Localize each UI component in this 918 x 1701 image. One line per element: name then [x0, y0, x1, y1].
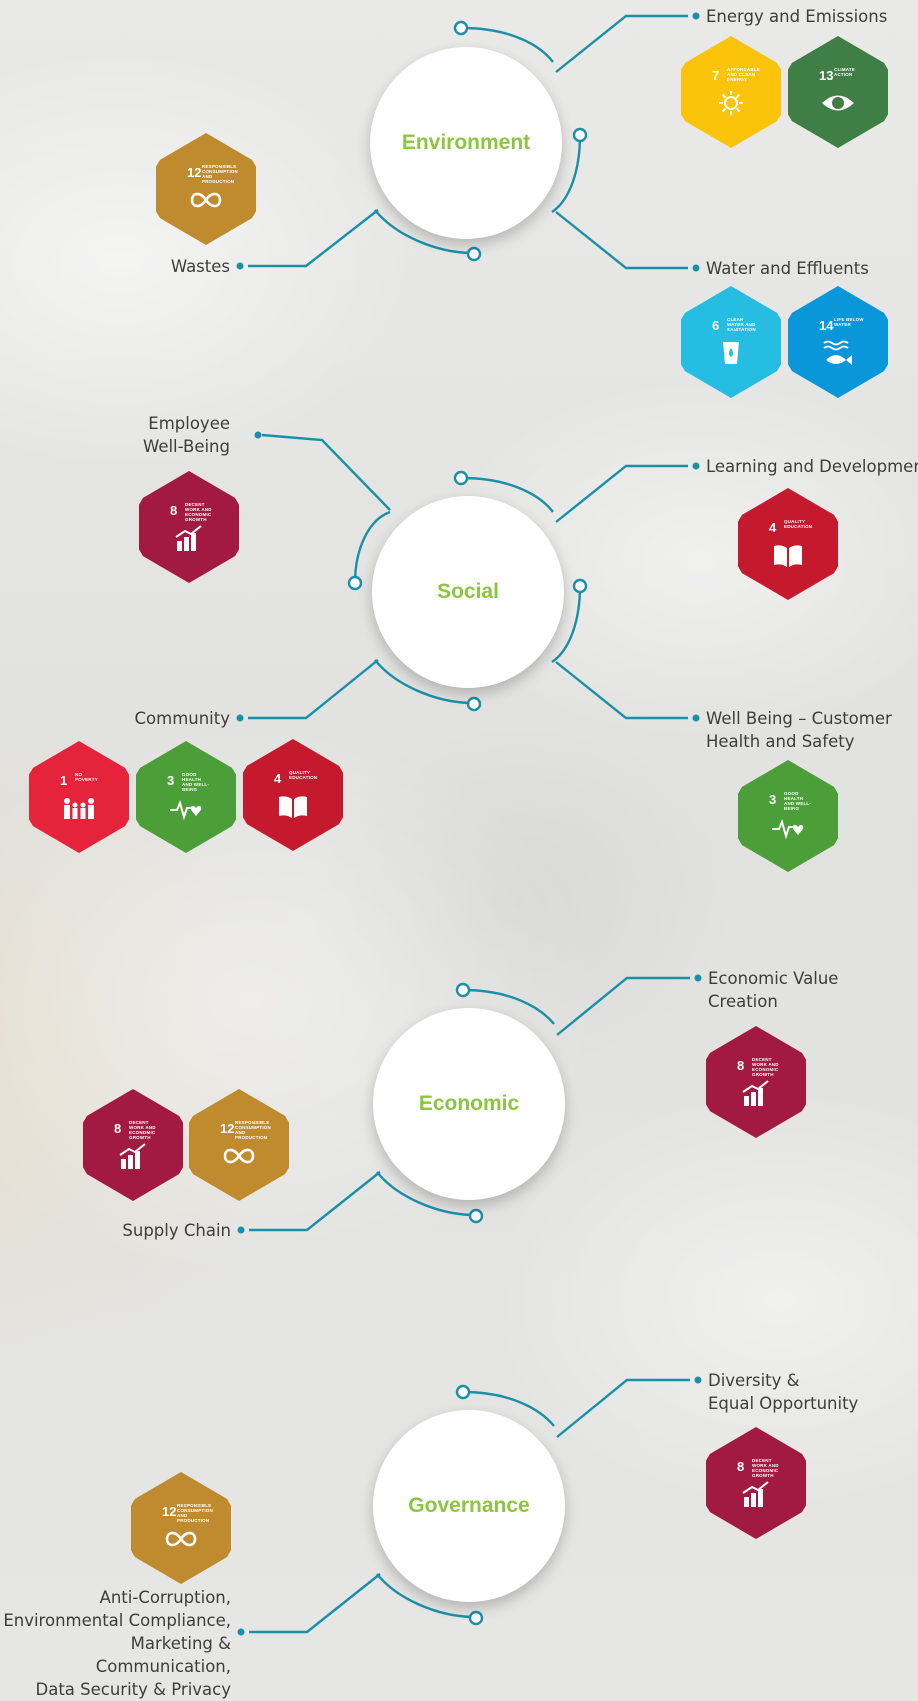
- topic-supply-chain: Supply Chain: [122, 1221, 231, 1240]
- social-title: Social: [437, 580, 499, 603]
- topic-customer-health-safety: Well Being – Customer Health and Safety: [706, 709, 892, 751]
- topic-community: Community: [134, 709, 231, 728]
- growth-chart-icon: [119, 1143, 146, 1169]
- book-icon: [774, 545, 802, 567]
- growth-chart-icon: [175, 525, 202, 551]
- infinity-icon: [190, 192, 222, 208]
- growth-chart-icon: [742, 1080, 769, 1106]
- fish-icon: [823, 340, 852, 365]
- environment-title: Environment: [401, 131, 531, 154]
- topic-wastes: Wastes: [170, 257, 230, 276]
- social-circle: Social: [372, 496, 564, 688]
- topic-diversity-equal-opportunity: Diversity & Equal Opportunity: [708, 1371, 859, 1413]
- book-icon: [279, 796, 307, 818]
- environment-circle: Environment: [370, 47, 562, 239]
- economic-title: Economic: [418, 1092, 520, 1115]
- eye-globe-icon: [822, 95, 854, 111]
- topic-learning-development: Learning and Development: [706, 457, 918, 476]
- topic-water-effluents: Water and Effluents: [706, 259, 869, 278]
- heartbeat-icon: [170, 800, 202, 821]
- governance-title: Governance: [408, 1494, 530, 1517]
- topic-anti-corruption-group: Anti-Corruption, Environmental Complianc…: [3, 1588, 231, 1699]
- topic-employee-well-being: Employee Well-Being: [142, 414, 230, 456]
- economic-circle: Economic: [373, 1008, 565, 1200]
- water-glass-icon: [723, 342, 739, 364]
- topic-economic-value-creation: Economic Value Creation: [708, 969, 839, 1011]
- growth-chart-icon: [742, 1481, 769, 1507]
- governance-circle: Governance: [373, 1410, 565, 1602]
- infinity-icon: [223, 1148, 255, 1164]
- infinity-icon: [165, 1531, 197, 1547]
- sun-icon: [719, 91, 743, 115]
- heartbeat-icon: [772, 819, 804, 840]
- family-icon: [64, 798, 94, 819]
- arc-top: [461, 26, 554, 63]
- topic-energy-emissions: Energy and Emissions: [706, 7, 888, 26]
